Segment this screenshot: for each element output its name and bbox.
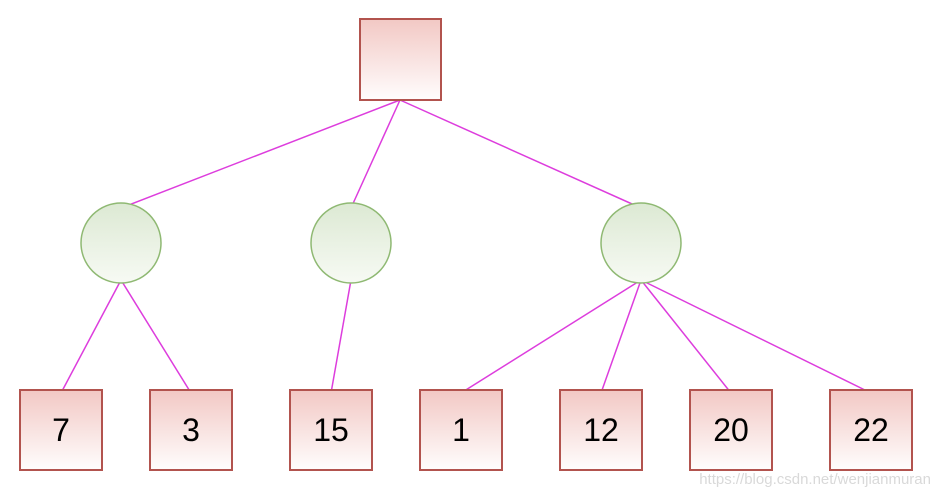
tree-node-square-leaf-22 [829, 389, 913, 471]
tree-node-square-leaf-7 [19, 389, 103, 471]
tree-edge-internal-3-leaf-12 [600, 279, 642, 394]
tree-edge-internal-3-leaf-20 [640, 279, 732, 394]
tree-edge-internal-3-leaf-1 [460, 279, 642, 394]
node-label-leaf-20: 20 [713, 412, 749, 448]
tree-edge-root-internal-3 [399, 99, 642, 209]
tree-edge-root-internal-2 [350, 99, 401, 209]
tree-node-square-leaf-1 [419, 389, 503, 471]
tree-edge-internal-2-leaf-15 [330, 279, 352, 394]
edges-layer [60, 99, 872, 394]
tree-node-circle-internal-3 [600, 202, 682, 284]
tree-node-square-leaf-3 [149, 389, 233, 471]
node-label-leaf-12: 12 [583, 412, 619, 448]
node-label-leaf-22: 22 [853, 412, 889, 448]
nodes-layer: 7 3 15 1 12 20 22 [19, 18, 913, 471]
tree-edge-internal-3-leaf-22 [640, 279, 872, 394]
node-label-leaf-15: 15 [313, 412, 349, 448]
tree-node-circle-internal-2 [310, 202, 392, 284]
tree-node-square-leaf-12 [559, 389, 643, 471]
tree-edge-root-internal-1 [120, 99, 401, 209]
watermark: https://blog.csdn.net/wenjianmuran [699, 471, 931, 488]
tree-node-square-leaf-15 [289, 389, 373, 471]
tree-edge-internal-1-leaf-7 [60, 279, 122, 394]
tree-node-square-leaf-20 [689, 389, 773, 471]
node-label-leaf-3: 3 [182, 412, 200, 448]
tree-node-square-root [359, 18, 442, 101]
tree-edge-internal-1-leaf-3 [120, 279, 192, 394]
node-label-leaf-1: 1 [452, 412, 470, 448]
node-label-leaf-7: 7 [52, 412, 70, 448]
tree-node-circle-internal-1 [80, 202, 162, 284]
